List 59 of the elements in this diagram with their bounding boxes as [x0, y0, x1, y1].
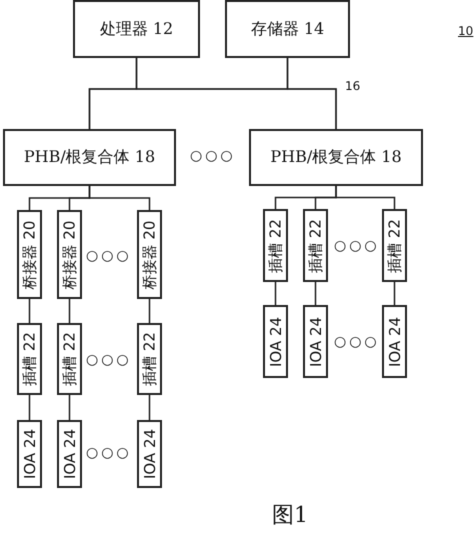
component-box [263, 305, 288, 378]
ellipsis-mark: ○○○ [334, 238, 380, 254]
ellipsis-mark: ○○○ [86, 445, 132, 461]
component-box [303, 305, 328, 378]
box-label: 插槽 22 [60, 332, 79, 386]
box-label: PHB/根复合体 18 [24, 147, 156, 168]
connector-line [274, 282, 276, 305]
process-box [225, 0, 350, 58]
box-label: 处理器 12 [100, 18, 174, 40]
box-label: 插槽 22 [140, 332, 159, 386]
box-label: IOA 24 [306, 316, 324, 367]
box-label: IOA 24 [60, 428, 78, 480]
connector-line [68, 395, 70, 420]
connector-line [28, 395, 30, 420]
ellipsis-mark: ○○○ [190, 148, 236, 164]
component-box [137, 210, 162, 299]
component-box [57, 323, 82, 395]
component-box [303, 209, 328, 282]
process-box [249, 129, 423, 186]
box-label: 存储器 14 [250, 18, 324, 40]
component-box [17, 420, 42, 488]
connector-line [28, 299, 30, 323]
box-label: IOA 24 [20, 428, 38, 480]
box-label: 插槽 22 [266, 218, 285, 272]
process-box [73, 0, 200, 58]
reference-number: 16 [345, 79, 360, 93]
box-label: 桥接器 20 [140, 220, 159, 289]
connector-line [394, 282, 396, 305]
ellipsis-mark: ○○○ [86, 352, 132, 368]
connector-line [335, 186, 396, 209]
component-box [382, 305, 407, 378]
box-label: IOA 24 [140, 428, 158, 480]
ellipsis-mark: ○○○ [86, 248, 132, 264]
reference-number: 10 [458, 24, 474, 38]
component-box [57, 420, 82, 488]
box-label: 插槽 22 [306, 218, 325, 272]
figure-caption: 图1 [272, 502, 308, 530]
component-box [137, 420, 162, 488]
box-label: IOA 24 [386, 316, 404, 367]
connector-line [148, 395, 150, 420]
ellipsis-mark: ○○○ [334, 334, 380, 350]
connector-line [68, 299, 70, 323]
component-box [57, 210, 82, 299]
box-label: 桥接器 20 [20, 220, 39, 289]
box-label: 插槽 22 [385, 218, 404, 272]
box-label: 插槽 22 [20, 332, 39, 386]
connector-line [148, 299, 150, 323]
component-box [382, 209, 407, 282]
connector-line [314, 282, 316, 305]
box-label: PHB/根复合体 18 [270, 147, 402, 168]
connector-line [88, 186, 150, 210]
component-box [17, 323, 42, 395]
box-label: 桥接器 20 [60, 220, 79, 289]
box-label: IOA 24 [266, 316, 284, 367]
component-box [17, 210, 42, 299]
component-box [137, 323, 162, 395]
component-box [263, 209, 288, 282]
connector-line [286, 58, 337, 129]
process-box [3, 129, 176, 186]
